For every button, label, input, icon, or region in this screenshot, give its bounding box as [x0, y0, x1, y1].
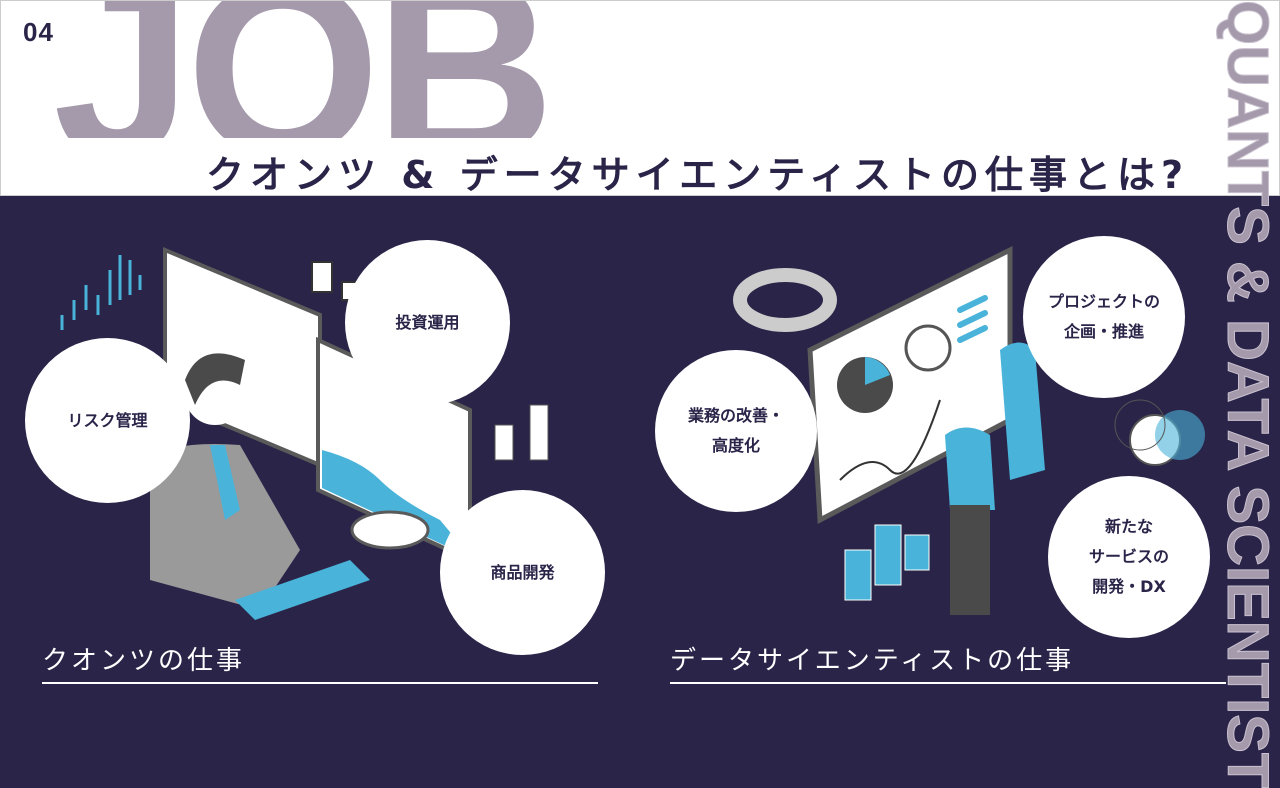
quants-heading: クオンツの仕事 [42, 646, 246, 676]
data-scientist-illustration [733, 245, 1205, 615]
page-title: クオンツ & データサイエンティストの仕事とは? [206, 153, 1189, 196]
big-word-job: JOB [53, 1, 549, 138]
bubble-text: 新たな サービスの 開発・DX [1088, 517, 1169, 596]
bubble-text: 業務の改善・ 高度化 [687, 406, 784, 455]
bubble-business-improvement: 業務の改善・ 高度化 [655, 350, 817, 512]
bubble-project-planning: プロジェクトの 企画・推進 [1023, 236, 1185, 398]
header: 04 JOB クオンツ & データサイエンティストの仕事とは? [0, 0, 1280, 196]
bubble-investment: 投資運用 [345, 240, 510, 405]
data-scientist-divider [670, 682, 1226, 684]
bubble-new-services: 新たな サービスの 開発・DX [1048, 476, 1210, 638]
bubble-risk-management: リスク管理 [25, 338, 190, 503]
vertical-title: QUANTS & DATA SCIENTIST [1215, 0, 1280, 788]
page-number: 04 [23, 17, 54, 47]
quants-divider [42, 682, 598, 684]
data-scientist-heading: データサイエンティストの仕事 [670, 646, 1075, 676]
bubble-text: プロジェクトの 企画・推進 [1047, 292, 1160, 341]
bubble-product-development: 商品開発 [440, 490, 605, 655]
